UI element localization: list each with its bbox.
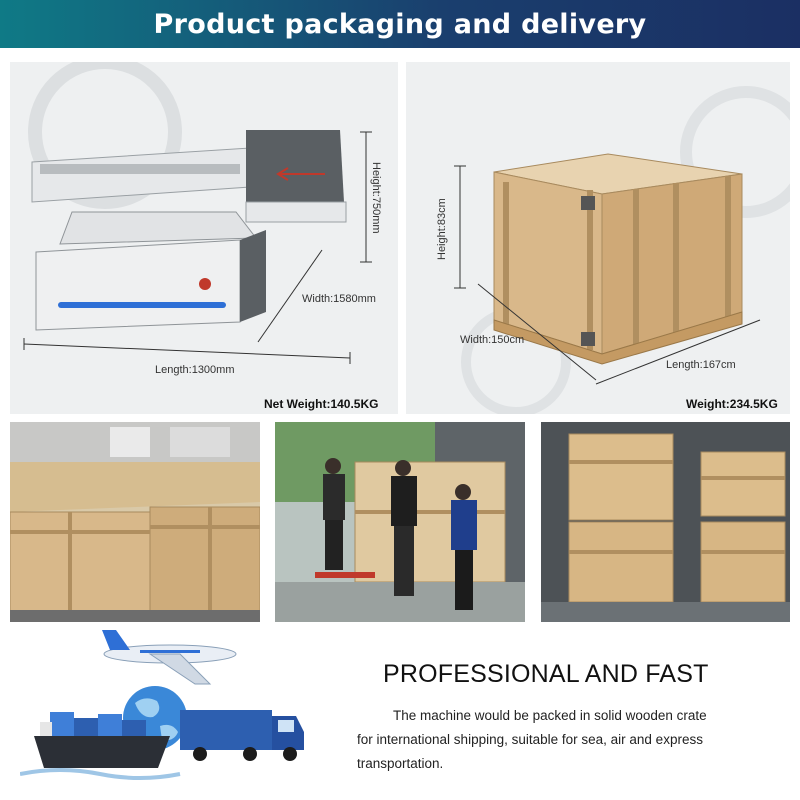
printer-dimensions-panel: Height:750mm Width:1580mm Length:1300mm … [10, 62, 398, 414]
crate-length-label: Length:167cm [666, 359, 736, 371]
shipping-modes-illustration [20, 630, 304, 780]
crate-width-label: Width:150cm [460, 334, 525, 346]
crate-height-label: Height:83cm [436, 198, 448, 260]
printer-net-weight: Net Weight:140.5KG [264, 397, 379, 411]
printer-length-label: Length:1300mm [155, 364, 235, 376]
page-title: Product packaging and delivery [153, 8, 647, 40]
shipping-description-line: The machine would be packed in solid woo… [393, 708, 707, 723]
header-banner: Product packaging and delivery [0, 0, 800, 48]
truck-icon [180, 710, 304, 761]
crates-warehouse-photo [10, 422, 260, 622]
crate-dimensions-panel: Height:83cm Width:150cm Length:167cm Wei… [406, 62, 790, 414]
shipping-description-line: for international shipping, suitable for… [357, 732, 703, 747]
printer-illustration [23, 62, 372, 364]
crate-loading-photo [275, 422, 525, 622]
airplane-icon [102, 630, 237, 685]
printer-width-label: Width:1580mm [302, 293, 376, 305]
crate-weight: Weight:234.5KG [686, 397, 778, 411]
wooden-crate-illustration [454, 86, 790, 414]
printer-height-label: Height:750mm [370, 162, 382, 234]
shipping-description: The machine would be packed in solid woo… [357, 704, 777, 776]
shipping-description-line: transportation. [357, 756, 444, 771]
stacked-crates-photo [541, 422, 790, 622]
cargo-ship-icon [20, 712, 181, 780]
professional-headline: PROFESSIONAL AND FAST [383, 660, 709, 688]
